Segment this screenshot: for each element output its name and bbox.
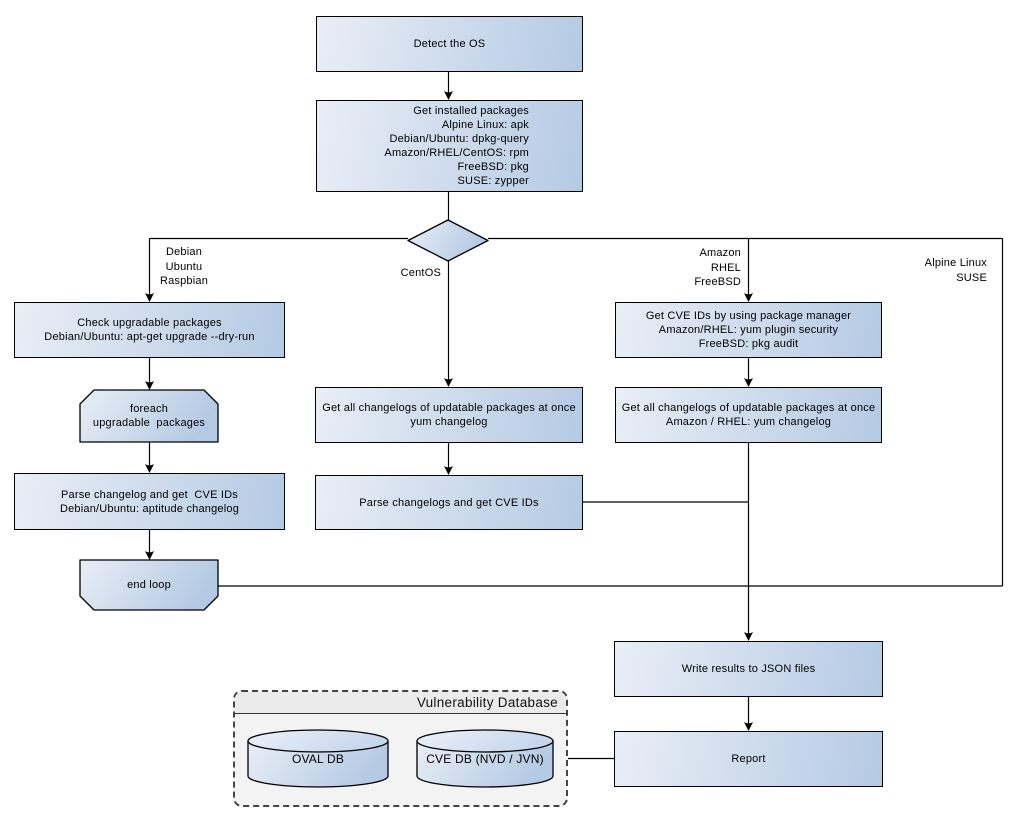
node-line: yum changelog [410, 416, 488, 428]
node-line: upgradable packages [92, 417, 206, 429]
branch-label-line: RHEL [710, 261, 741, 274]
cve-db-cylinder [416, 741, 554, 788]
node-line: foreach [129, 403, 169, 415]
cve-db-label: CVE DB (NVD / JVN) [426, 751, 544, 766]
node-line: Parse changelog and get CVE IDs [60, 488, 238, 501]
branch-label-line: Debian [165, 246, 203, 258]
branch-label-centos: CentOS [400, 267, 441, 279]
branch-label-amazon: Amazon RHEL FreeBSD [645, 246, 741, 290]
arrowhead-into-installed [444, 91, 453, 100]
end-loop-shape [79, 559, 219, 611]
node-label: end loop [127, 579, 171, 591]
node-line: FreeBSD: pkg [457, 161, 529, 173]
node-get-changelogs-centos: Get all changelogs of updatable packages… [315, 387, 583, 443]
node-get-changelogs-amazon: Get all changelogs of updatable packages… [615, 387, 882, 443]
node-line: Get CVE IDs by using package manager [645, 310, 852, 322]
os-decision-diamond [407, 219, 489, 262]
node-line: Debian/Ubuntu: dpkg-query [389, 133, 529, 145]
foreach-loop-shape [79, 389, 219, 443]
vulnerability-database-title: Vulnerability Database [235, 692, 566, 714]
node-line: FreeBSD: pkg audit [698, 338, 799, 350]
arrowhead-into-foreach [145, 381, 154, 390]
node-label: Report [731, 753, 766, 765]
node-get-installed-packages: Get installed packages Alpine Linux: apk… [316, 100, 583, 192]
arrowhead-into-parse-debian [145, 464, 154, 473]
node-label: Write results to JSON files [681, 663, 816, 675]
arrowhead-into-changelogs-centos [444, 378, 453, 387]
node-check-upgradable: Check upgradable packages Debian/Ubuntu:… [14, 302, 285, 358]
oval-db-label: OVAL DB [291, 751, 345, 766]
node-parse-changelog-debian: Parse changelog and get CVE IDs Debian/U… [14, 473, 285, 530]
branch-label-line: SUSE [956, 271, 987, 284]
branch-label-line: Alpine Linux [924, 257, 987, 269]
node-get-cve-ids-pkg-manager: Get CVE IDs by using package manager Ama… [615, 302, 882, 358]
branch-label-debian: Debian Ubuntu Raspbian [147, 245, 221, 289]
node-detect-os: Detect the OS [316, 16, 583, 72]
node-line: Alpine Linux: apk [441, 119, 529, 131]
foreach-loop-text: foreach upgradable packages [80, 390, 218, 442]
node-parse-changelogs-centos: Parse changelogs and get CVE IDs [315, 475, 583, 530]
arrowhead-into-get-cve-ids [744, 293, 753, 302]
node-label: Parse changelogs and get CVE IDs [359, 496, 539, 509]
branch-label-line: FreeBSD [694, 276, 741, 288]
branch-label-line: Ubuntu [165, 260, 203, 273]
arrowhead-into-check-upgradable [145, 293, 154, 302]
node-line: Get all changelogs of updatable packages… [322, 402, 576, 414]
node-line: SUSE: zypper [457, 175, 529, 187]
node-line: Check upgradable packages [77, 317, 222, 329]
branch-label-line: Amazon [699, 247, 741, 259]
node-report: Report [614, 731, 883, 787]
branch-label-alpine: Alpine Linux SUSE [880, 256, 987, 285]
end-loop-text: end loop [80, 560, 218, 610]
node-line: Amazon / RHEL: yum changelog [665, 416, 832, 428]
connector-lines [148, 72, 1004, 760]
node-line: Amazon/RHEL: yum plugin security [658, 324, 839, 336]
arrowhead-into-parse-centos [444, 466, 453, 475]
cve-db-cylinder-top [416, 729, 554, 753]
node-line: Debian/Ubuntu: apt-get upgrade --dry-run [44, 331, 255, 343]
oval-db-cylinder [247, 741, 389, 788]
branch-label-line: Raspbian [159, 275, 209, 287]
node-label: Detect the OS [413, 38, 486, 50]
node-line: Get all changelogs of updatable packages… [621, 402, 876, 414]
oval-db-cylinder-top [247, 729, 389, 753]
arrowhead-into-changelogs-amazon [744, 378, 753, 387]
arrowhead-into-endloop [145, 551, 154, 560]
node-write-results: Write results to JSON files [614, 641, 883, 697]
node-line: Debian/Ubuntu: aptitude changelog [59, 502, 240, 515]
arrowhead-into-report [744, 722, 753, 731]
arrowheads [145, 91, 753, 731]
node-line: Get installed packages [413, 105, 529, 117]
node-line: Amazon/RHEL/CentOS: rpm [384, 147, 529, 159]
arrowhead-into-write-results [744, 632, 753, 641]
